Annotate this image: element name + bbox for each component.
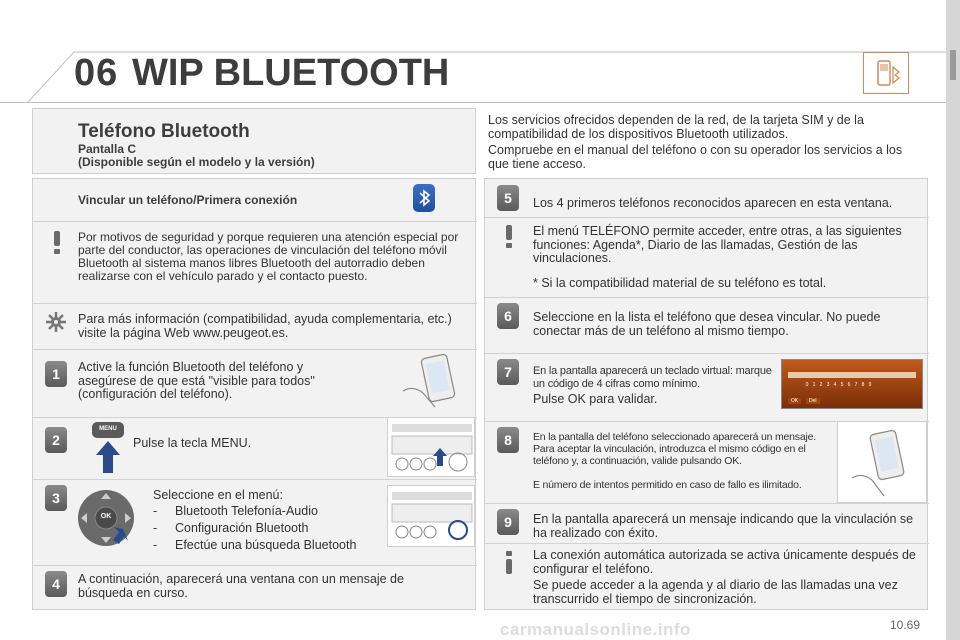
left-steps-panel: Vincular un teléfono/Primera conexión Po… [32, 178, 477, 610]
watermark: carmanualsonline.info [500, 620, 691, 639]
step-badge-4: 4 [45, 571, 67, 597]
divider [33, 221, 477, 222]
keypad-digits: 0 1 2 3 4 5 6 7 8 9 [804, 382, 873, 388]
step-badge-8: 8 [497, 427, 519, 453]
top-note-manual: Compruebe en el manual del teléfono o co… [488, 143, 903, 171]
step4-text: A continuación, aparecerá una ventana co… [78, 572, 404, 600]
info-text: Para más información (compatibilidad, ay… [78, 312, 452, 340]
virtual-keypad-image: 0 1 2 3 4 5 6 7 8 9 OK Del [781, 359, 923, 409]
step7-validate-text: Pulse OK para validar. [533, 392, 658, 406]
keypad-digit: 8 [860, 382, 866, 388]
header-top-line [74, 51, 946, 53]
keypad-digit: 0 [804, 382, 810, 388]
keypad-digit: 2 [818, 382, 824, 388]
section-title-box: Teléfono Bluetooth Pantalla C (Disponibl… [32, 108, 476, 174]
list-item: Bluetooth Telefonía-Audio [153, 503, 356, 520]
step-badge-3: 3 [45, 485, 67, 511]
step8-attempts-text: E número de intentos permitido en caso d… [533, 479, 802, 491]
keypad-entry-field [788, 372, 916, 378]
divider [485, 217, 929, 218]
info-icon [497, 549, 521, 575]
phone-bluetooth-icon [863, 52, 909, 94]
phone-hand-image [837, 421, 927, 503]
divider [33, 303, 477, 304]
radio-panel-image [387, 417, 475, 477]
step5-text: Los 4 primeros teléfonos reconocidos apa… [533, 196, 893, 210]
warning-icon [497, 223, 521, 249]
step9-text: En la pantalla aparecerá un mensaje indi… [533, 512, 914, 540]
menu-key-label: MENU [99, 426, 117, 432]
gear-icon [43, 309, 69, 335]
step2-text: Pulse la tecla MENU. [133, 436, 252, 450]
divider [485, 421, 929, 422]
warning-icon [45, 229, 69, 255]
keypad-ok-key: OK [788, 398, 802, 404]
divider [33, 349, 477, 350]
divider [485, 543, 929, 544]
step1-text: Active la función Bluetooth del teléfono… [78, 360, 315, 401]
step7-text: En la pantalla aparecerá un teclado virt… [533, 365, 772, 390]
list-item: Efectúe una búsqueda Bluetooth [153, 537, 356, 554]
step-badge-9: 9 [497, 509, 519, 535]
info2-text-autoconnect: La conexión automática autorizada se act… [533, 548, 916, 576]
step-badge-1: 1 [45, 361, 67, 387]
chapter-number: 06 [74, 52, 119, 94]
bluetooth-icon [413, 184, 435, 212]
step-badge-7: 7 [497, 359, 519, 385]
side-rail [946, 0, 960, 640]
divider [33, 479, 477, 480]
header-divider [0, 102, 946, 103]
step-badge-6: 6 [497, 303, 519, 329]
warning2-text: El menú TELÉFONO permite acceder, entre … [533, 224, 902, 265]
section-subtitle-availability: (Disponible según el modelo y la versión… [78, 155, 315, 169]
step-badge-5: 5 [497, 185, 519, 211]
menu-key-image: MENU [89, 419, 129, 475]
phone-hand-image [393, 351, 475, 413]
warning2-footnote: * Si la compatibilidad material de su te… [533, 276, 827, 290]
warning-text: Por motivos de seguridad y porque requie… [78, 230, 459, 283]
top-note-services: Los servicios ofrecidos dependen de la r… [488, 113, 864, 141]
list-item: Configuración Bluetooth [153, 520, 356, 537]
pairing-title: Vincular un teléfono/Primera conexión [78, 193, 298, 207]
divider [33, 417, 477, 418]
ok-dial-image: OK [73, 483, 143, 553]
section-title: Teléfono Bluetooth [78, 121, 250, 142]
keypad-digit: 3 [825, 382, 831, 388]
section-subtitle-screen: Pantalla C [78, 142, 137, 156]
info2-text-sync: Se puede acceder a la agenda y al diario… [533, 578, 898, 606]
chapter-title: WIP BLUETOOTH [132, 52, 450, 94]
keypad-digit: 6 [846, 382, 852, 388]
side-rail-notch [950, 50, 956, 80]
divider [485, 503, 929, 504]
keypad-digit: 4 [832, 382, 838, 388]
step3-menu-list: Bluetooth Telefonía-Audio Configuración … [153, 503, 356, 554]
divider [485, 297, 929, 298]
divider [485, 353, 929, 354]
step-badge-2: 2 [45, 427, 67, 453]
radio-panel-image [387, 485, 475, 547]
keypad-digit: 1 [811, 382, 817, 388]
step8-text: En la pantalla del teléfono seleccionado… [533, 431, 816, 467]
step6-text: Seleccione en la lista el teléfono que d… [533, 310, 881, 338]
divider [33, 565, 477, 566]
page-header: 06 WIP BLUETOOTH [0, 0, 946, 105]
keypad-digit: 5 [839, 382, 845, 388]
ok-dial-label: OK [100, 513, 112, 520]
keypad-digit: 9 [867, 382, 873, 388]
right-steps-panel: 5 Los 4 primeros teléfonos reconocidos a… [484, 178, 929, 610]
keypad-del-key: Del [806, 398, 820, 404]
step3-intro: Seleccione en el menú: [153, 488, 283, 502]
page-number: 10.69 [889, 618, 920, 632]
keypad-digit: 7 [853, 382, 859, 388]
